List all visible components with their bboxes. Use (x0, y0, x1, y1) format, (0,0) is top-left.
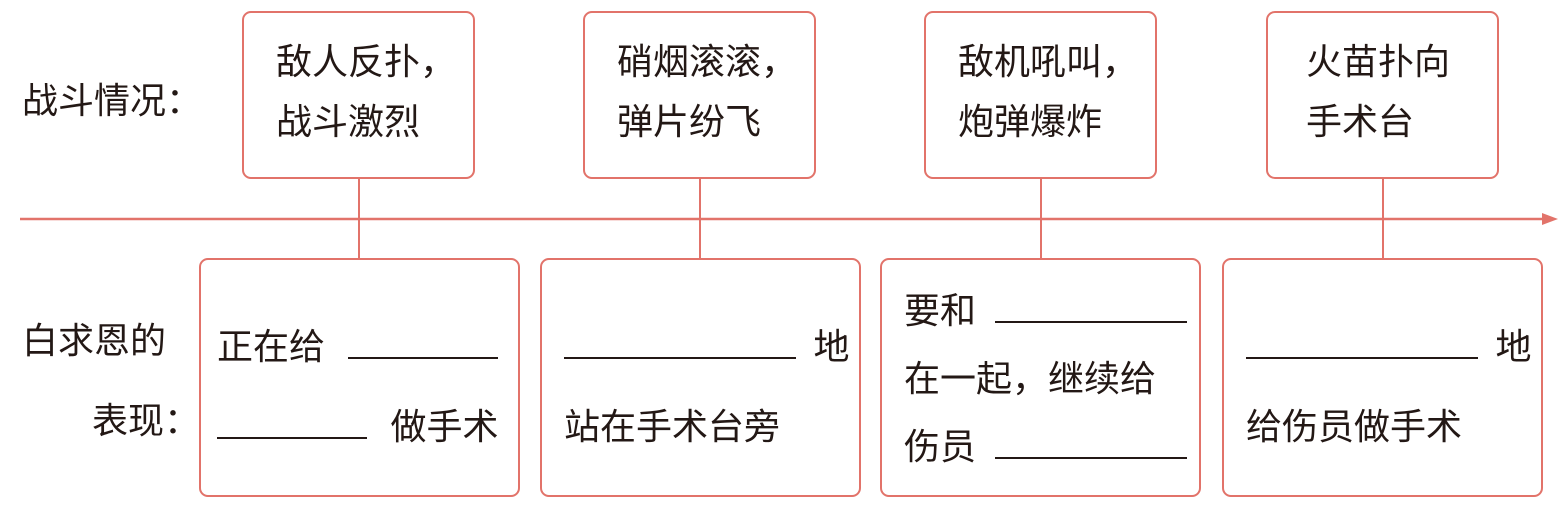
battle-situation-box-2: 硝烟滚滚， 弹片纷飞 (583, 11, 816, 179)
fill-blank-3a[interactable] (995, 283, 1188, 323)
fill-blank-1a[interactable] (348, 319, 499, 359)
performance-2-line1: 地 (564, 318, 859, 378)
performance-4-line1: 地 (1246, 318, 1541, 378)
performance-3-text-c: 伤员 (904, 427, 977, 468)
battle-situation-box-4: 火苗扑向 手术台 (1266, 11, 1499, 179)
performance-box-2: 地 站在手术台旁 (540, 258, 861, 497)
performance-3-line1: 要和 (904, 278, 1199, 346)
performance-2-text-a: 地 (813, 327, 850, 368)
performance-1-text-b: 做手术 (390, 407, 499, 448)
connector-4 (1382, 178, 1384, 260)
fill-blank-3b[interactable] (995, 419, 1188, 459)
battle-situation-label: 战斗情况： (22, 81, 203, 122)
performance-box-3: 要和 在一起，继续给 伤员 (880, 258, 1201, 497)
battle-situation-1-line1: 敌人反扑， (276, 42, 457, 83)
battle-situation-box-3: 敌机吼叫， 炮弹爆炸 (924, 11, 1157, 179)
performance-1-text-a: 正在给 (217, 327, 326, 368)
battle-situation-4-line1: 火苗扑向 (1306, 42, 1451, 83)
connector-1 (358, 178, 360, 260)
battle-situation-2-line1: 硝烟滚滚， (617, 42, 798, 83)
performance-4-text-a: 地 (1495, 327, 1532, 368)
performance-box-1: 正在给 做手术 (199, 258, 520, 497)
performance-1-line2: 做手术 (217, 398, 518, 458)
connector-3 (1040, 178, 1042, 260)
performance-3-line3: 伤员 (904, 414, 1199, 482)
battle-situation-2-line2: 弹片纷飞 (617, 102, 762, 143)
battle-situation-3-line2: 炮弹爆炸 (958, 102, 1103, 143)
bethune-performance-label-line1: 白求恩的 (22, 321, 167, 362)
connector-2 (699, 178, 701, 260)
performance-3-line2: 在一起，继续给 (904, 359, 1157, 400)
performance-4-line2: 给伤员做手术 (1246, 407, 1463, 448)
battle-situation-1-line2: 战斗激烈 (276, 102, 421, 143)
fill-blank-1b[interactable] (217, 399, 367, 439)
performance-2-line2: 站在手术台旁 (564, 407, 781, 448)
battle-situation-box-1: 敌人反扑， 战斗激烈 (242, 11, 475, 179)
battle-situation-4-line2: 手术台 (1306, 102, 1415, 143)
performance-1-line1: 正在给 (217, 318, 518, 378)
fill-blank-4[interactable] (1246, 319, 1478, 359)
timeline-axis (20, 213, 1558, 225)
performance-3-text-a: 要和 (904, 291, 977, 332)
fill-blank-2[interactable] (564, 319, 796, 359)
timeline-arrowhead (1542, 213, 1558, 225)
battle-situation-3-line1: 敌机吼叫， (958, 42, 1139, 83)
bethune-performance-label-line2: 表现： (92, 401, 201, 442)
performance-box-4: 地 给伤员做手术 (1222, 258, 1543, 497)
